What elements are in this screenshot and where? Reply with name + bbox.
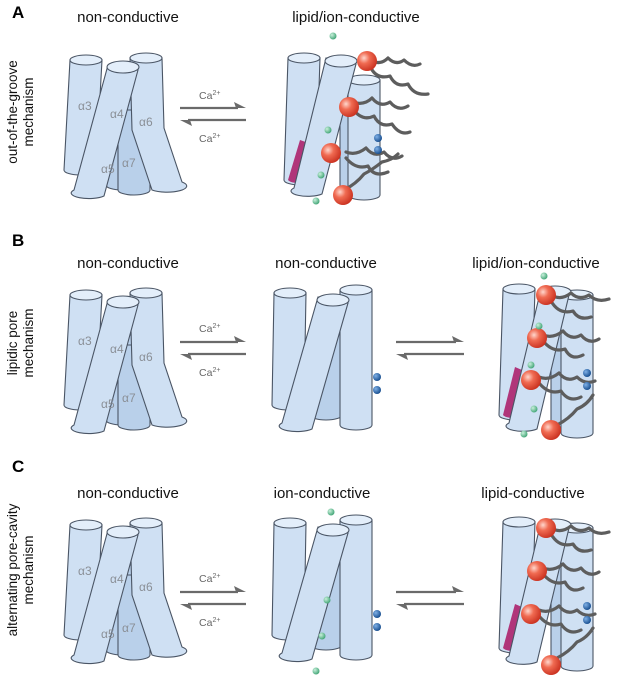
helix-bundle-closed: α3 α4 α6 α5 α7 bbox=[63, 287, 188, 435]
ion-blue bbox=[583, 602, 591, 610]
helix-label-a5: α5 bbox=[101, 162, 115, 176]
helix-bundle-closed: α3 α4 α6 α5 α7 bbox=[63, 52, 188, 200]
helix-label-a3: α3 bbox=[78, 99, 92, 113]
lipid-head bbox=[527, 328, 547, 348]
ion-blue bbox=[373, 610, 381, 618]
helix-label-a7: α7 bbox=[122, 621, 136, 635]
helix-label-a4: α4 bbox=[110, 107, 124, 121]
ion-green bbox=[317, 171, 325, 179]
panel-a: A out-of-the-groovemechanism non-conduct… bbox=[5, 3, 430, 205]
state-label-1: non-conductive bbox=[77, 255, 179, 272]
ion-green bbox=[540, 272, 548, 280]
equilibrium-arrows bbox=[396, 336, 464, 360]
helix-bundle-intermediate bbox=[271, 284, 373, 433]
helix-label-a7: α7 bbox=[122, 391, 136, 405]
calcium-label-bottom: Ca2+ bbox=[199, 133, 220, 145]
ion-green bbox=[327, 508, 335, 516]
calcium-label-top: Ca2+ bbox=[199, 573, 220, 585]
lipid-head bbox=[536, 285, 556, 305]
calcium-label-bottom: Ca2+ bbox=[199, 617, 220, 629]
ion-blue bbox=[373, 373, 381, 381]
ion-blue bbox=[373, 623, 381, 631]
ion-blue bbox=[583, 382, 591, 390]
calcium-label-top: Ca2+ bbox=[199, 323, 220, 335]
equilibrium-arrows bbox=[396, 586, 464, 610]
lipid-head bbox=[321, 143, 341, 163]
panel-letter: C bbox=[12, 457, 24, 476]
lipid-head bbox=[521, 604, 541, 624]
panel-c: C alternating pore-cavitymechanism non-c… bbox=[5, 457, 611, 675]
helix-label-a6: α6 bbox=[139, 115, 153, 129]
mechanism-label: alternating pore-cavitymechanism bbox=[5, 503, 36, 636]
state-label-2: non-conductive bbox=[275, 255, 377, 272]
lipid-head bbox=[541, 420, 561, 440]
state-label-3: lipid-conductive bbox=[481, 485, 584, 502]
ion-blue bbox=[583, 369, 591, 377]
ion-green bbox=[520, 430, 528, 438]
ion-green bbox=[535, 322, 543, 330]
helix-bundle-open-lipids bbox=[498, 283, 611, 439]
equilibrium-arrows-ca: Ca2+ Ca2+ bbox=[180, 90, 246, 145]
calcium-label-top: Ca2+ bbox=[199, 90, 220, 102]
ion-green bbox=[324, 126, 332, 134]
helix-label-a6: α6 bbox=[139, 580, 153, 594]
helix-bundle-open-lipids bbox=[283, 52, 430, 201]
ion-blue bbox=[583, 616, 591, 624]
state-label-3: lipid/ion-conductive bbox=[472, 255, 600, 272]
ion-green bbox=[527, 361, 535, 369]
helix-label-a3: α3 bbox=[78, 334, 92, 348]
lipid-head bbox=[333, 185, 353, 205]
helix-label-a3: α3 bbox=[78, 564, 92, 578]
state-label-2: ion-conductive bbox=[274, 485, 371, 502]
ion-green bbox=[312, 667, 320, 675]
ion-blue bbox=[374, 146, 382, 154]
ion-green bbox=[312, 197, 320, 205]
equilibrium-arrows-ca: Ca2+ Ca2+ bbox=[180, 573, 246, 629]
lipid-head bbox=[527, 561, 547, 581]
helix-label-a4: α4 bbox=[110, 342, 124, 356]
calcium-label-bottom: Ca2+ bbox=[199, 367, 220, 379]
lipid-head bbox=[521, 370, 541, 390]
ion-blue bbox=[373, 386, 381, 394]
mechanism-label: lipidic poremechanism bbox=[5, 308, 36, 377]
state-label-2: lipid/ion-conductive bbox=[292, 9, 420, 26]
helix-label-a5: α5 bbox=[101, 397, 115, 411]
equilibrium-arrows-ca: Ca2+ Ca2+ bbox=[180, 323, 246, 379]
ion-green bbox=[318, 632, 326, 640]
panel-b: B lipidic poremechanism non-conductive n… bbox=[5, 231, 611, 440]
panel-letter: B bbox=[12, 231, 24, 250]
lipid-head bbox=[536, 518, 556, 538]
helix-bundle-closed: α3 α4 α6 α5 α7 bbox=[63, 517, 188, 665]
mechanism-label: out-of-the-groovemechanism bbox=[5, 60, 36, 164]
lipid-head bbox=[339, 97, 359, 117]
ion-green bbox=[530, 405, 538, 413]
helix-label-a6: α6 bbox=[139, 350, 153, 364]
state-label-1: non-conductive bbox=[77, 9, 179, 26]
helix-label-a7: α7 bbox=[122, 156, 136, 170]
panel-letter: A bbox=[12, 3, 24, 22]
helix-bundle-ion-conductive bbox=[271, 514, 373, 663]
ion-green bbox=[329, 32, 337, 40]
helix-label-a4: α4 bbox=[110, 572, 124, 586]
helix-bundle-lipid-conductive bbox=[498, 516, 611, 672]
state-label-1: non-conductive bbox=[77, 485, 179, 502]
ion-green bbox=[323, 596, 331, 604]
ion-blue bbox=[374, 134, 382, 142]
helix-label-a5: α5 bbox=[101, 627, 115, 641]
lipid-head bbox=[357, 51, 377, 71]
lipid-head bbox=[541, 655, 561, 675]
